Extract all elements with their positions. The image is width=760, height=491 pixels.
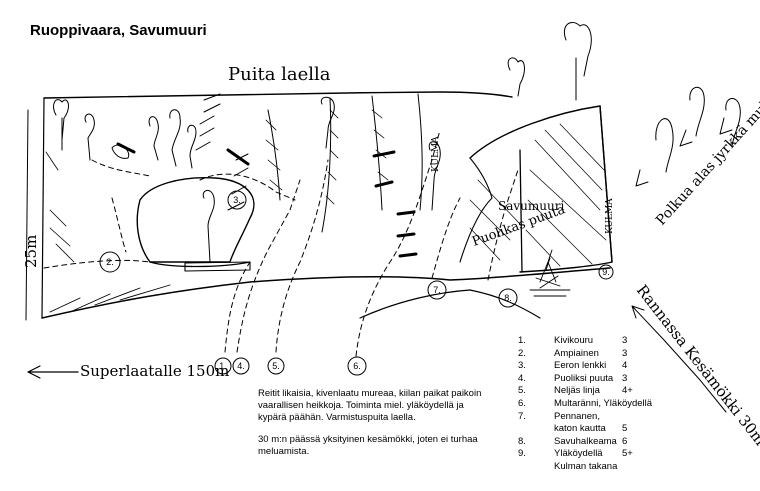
route-num: 5. [518, 385, 526, 397]
crack-d [417, 93, 423, 211]
right-rock-face [469, 105, 613, 273]
crag-top-edge [43, 91, 513, 99]
label-superlaatta: Superlaatalle 150m [80, 362, 229, 380]
base-rock-strokes [49, 284, 171, 313]
label-kulma-1: KULMA [431, 136, 441, 172]
notes-paragraph-1: Reitit likaisia, kivenlaatu mureaa, kiil… [258, 388, 482, 423]
route-name: Neljäs linja [554, 385, 600, 397]
route-num: 6. [518, 397, 526, 409]
route-grade: 3 [622, 347, 628, 359]
route-marker-2: 2. [106, 257, 114, 267]
route-num: 4. [518, 372, 526, 384]
route-marker-8: 8. [504, 293, 512, 303]
crack-a-hatch [265, 119, 283, 191]
ledge-marks [116, 142, 418, 258]
route-marker-4: 4. [237, 361, 245, 371]
boulder [136, 177, 255, 263]
route-line-1-4 [43, 179, 301, 353]
route-grade: 3 [622, 335, 628, 346]
route-line-7-8 [431, 169, 519, 281]
fire-pit-icon [529, 249, 571, 297]
route-name: Yläköydellä [554, 448, 603, 460]
label-cottage: Rannassa Kesämökki 30m [633, 281, 760, 449]
route-num: 8. [518, 435, 526, 447]
route-grade: 4+ [622, 385, 633, 397]
crag-base-line [41, 267, 611, 319]
route-name: Kulman takana [554, 460, 618, 472]
cottage-arrow [631, 305, 727, 413]
crag-left-edge [41, 97, 45, 319]
route-num: 1. [518, 335, 526, 346]
left-arrow [27, 365, 79, 379]
notes: Reitit likaisia, kivenlaatu mureaa, kiil… [258, 388, 488, 468]
route-grade: 3 [622, 372, 628, 384]
route-marker-3: 3. [233, 195, 241, 205]
route-name: katon kautta [554, 423, 606, 435]
route-name: Ampiainen [554, 347, 599, 359]
page-title: Ruoppivaara, Savumuuri [30, 22, 207, 39]
route-name: Kivikouru [554, 335, 594, 346]
route-name: Puoliksi puuta [554, 372, 614, 384]
corner-line [599, 105, 613, 263]
route-marker-circles [99, 190, 614, 376]
label-slope: Polkua alas jyrkkä multa rinne [653, 57, 760, 228]
slope-arrows [635, 117, 733, 187]
lower-rock [359, 289, 541, 319]
tree-icons [53, 22, 741, 263]
route-line-6 [355, 129, 441, 357]
route-grade: 5 [622, 423, 628, 435]
crack-b [321, 97, 332, 233]
left-hatch [45, 151, 75, 263]
ledge-shelf [149, 261, 251, 268]
label-wall: Savumuuri [498, 199, 564, 213]
route-line-5 [275, 159, 329, 353]
corner-crack [519, 149, 523, 273]
route-line-3 [199, 173, 296, 201]
crack-b-hatch [325, 109, 339, 205]
route-num: 2. [518, 347, 526, 359]
notes-paragraph-2: 30 m:n päässä yksityinen kesämökki, jote… [258, 434, 478, 457]
route-marker-7: 7. [433, 285, 441, 295]
route-line-left-traverse [91, 159, 151, 253]
route-name: Pennanen, [554, 410, 600, 422]
route-marker-6: 6. [353, 361, 361, 371]
label-height: 25m [22, 235, 40, 268]
route-grade: 4 [622, 360, 628, 372]
crack-a [267, 109, 281, 201]
route-marker-5: 5. [272, 361, 280, 371]
label-top: Puita laella [228, 64, 331, 85]
route-marker-9: 9. [602, 267, 610, 277]
route-marker-1: 1. [219, 361, 227, 371]
route-grade: 6 [622, 435, 628, 447]
ledge-platform [184, 261, 251, 272]
route-name: Savuhalkeama [554, 435, 617, 447]
height-line [25, 109, 29, 321]
route-num: 9. [518, 448, 526, 460]
crack-c [371, 95, 383, 211]
roof-feature [459, 157, 493, 263]
route-num: 3. [518, 360, 526, 372]
route-name: Eeron lenkki [554, 360, 607, 372]
corner-hatching [469, 123, 607, 267]
route-grade: 5+ [622, 448, 633, 460]
route-num: 7. [518, 410, 526, 422]
crack-c-hatch [371, 109, 389, 181]
label-kulma-2: KULMA [605, 198, 615, 234]
route-name: Multaränni, Yläköydellä [554, 397, 653, 409]
